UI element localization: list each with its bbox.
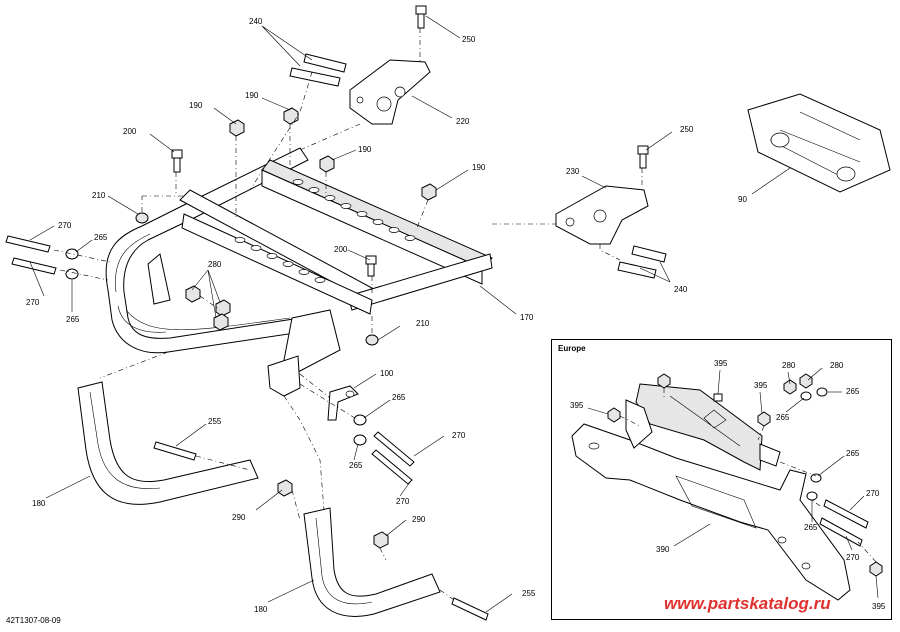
callout-280: 280	[830, 361, 844, 370]
callout-265: 265	[349, 461, 363, 470]
hinge-bracket-220	[349, 59, 431, 125]
callout-395: 395	[714, 359, 728, 368]
nuts-280	[185, 285, 231, 331]
callout-280: 280	[208, 260, 222, 269]
hinge-bracket-230	[555, 185, 649, 245]
watermark[interactable]: www.partskatalog.ru	[664, 594, 831, 613]
washers-265-left	[65, 248, 79, 280]
callout-180: 180	[254, 605, 268, 614]
callout-200: 200	[334, 245, 348, 254]
europe-inset-frame: Europe	[551, 339, 892, 620]
callout-240: 240	[674, 285, 688, 294]
bracket-100	[327, 385, 359, 421]
callout-labels: 240 250 220 190 190 200 190 190 210 270 …	[26, 17, 747, 614]
callout-265: 265	[804, 523, 818, 532]
assembly-lines	[53, 28, 643, 601]
callout-270: 270	[846, 553, 860, 562]
callout-390: 390	[656, 545, 670, 554]
leg-180-right	[303, 507, 441, 617]
callout-255: 255	[208, 417, 222, 426]
callout-190: 190	[358, 145, 372, 154]
callout-100: 100	[380, 369, 394, 378]
callout-90: 90	[738, 195, 747, 204]
callout-395: 395	[872, 602, 886, 611]
leader-lines	[29, 15, 791, 613]
bolts-270-mid	[371, 431, 415, 485]
callout-250: 250	[462, 35, 476, 44]
leg-180-left	[77, 381, 259, 505]
callout-170: 170	[520, 313, 534, 322]
bolt-255-left	[153, 441, 197, 461]
inset-leader-lines	[587, 367, 879, 599]
callout-220: 220	[456, 117, 470, 126]
callout-280: 280	[782, 361, 796, 370]
callout-290: 290	[412, 515, 426, 524]
callout-265: 265	[392, 393, 406, 402]
bolts-270-left	[5, 235, 57, 275]
callout-395: 395	[570, 401, 584, 410]
nuts-190	[229, 107, 437, 201]
license-light-bracket	[625, 383, 781, 471]
callout-240: 240	[249, 17, 263, 26]
callout-270: 270	[452, 431, 466, 440]
callout-265: 265	[846, 387, 860, 396]
callout-265: 265	[846, 449, 860, 458]
callout-200: 200	[123, 127, 137, 136]
bolt-250-top	[415, 5, 427, 29]
bolt-255-right	[451, 597, 489, 621]
caps-210	[135, 212, 379, 346]
callout-230: 230	[566, 167, 580, 176]
callout-210: 210	[92, 191, 106, 200]
inset-fasteners	[607, 373, 883, 577]
inset-callout-labels: 395 395 395 280 280 265 265 265 270 265 …	[570, 359, 886, 611]
rack-frame-part-170	[105, 147, 493, 397]
callout-290: 290	[232, 513, 246, 522]
bolts-200	[171, 149, 377, 277]
inset-title: Europe	[558, 344, 586, 353]
callout-180: 180	[32, 499, 46, 508]
callout-395: 395	[754, 381, 768, 390]
document-reference: 42T1307-08-09	[6, 616, 61, 625]
tool-kit-90	[747, 93, 891, 193]
callout-190: 190	[189, 101, 203, 110]
license-plate-bracket-390	[571, 423, 851, 601]
callout-265: 265	[776, 413, 790, 422]
callout-265: 265	[94, 233, 108, 242]
frame-holes	[234, 179, 416, 283]
callout-250: 250	[680, 125, 694, 134]
washers-265-mid	[353, 414, 367, 446]
callout-270: 270	[866, 489, 880, 498]
callout-210: 210	[416, 319, 430, 328]
callout-270: 270	[58, 221, 72, 230]
callout-270: 270	[26, 298, 40, 307]
callout-255: 255	[522, 589, 536, 598]
bolt-240-top	[289, 53, 347, 87]
bolt-240-right	[617, 245, 667, 279]
bolt-250-right	[637, 145, 649, 169]
nuts-290	[277, 479, 389, 549]
callout-190: 190	[245, 91, 259, 100]
inset-assembly-lines	[619, 388, 877, 563]
callout-265: 265	[66, 315, 80, 324]
callout-190: 190	[472, 163, 486, 172]
callout-270: 270	[396, 497, 410, 506]
